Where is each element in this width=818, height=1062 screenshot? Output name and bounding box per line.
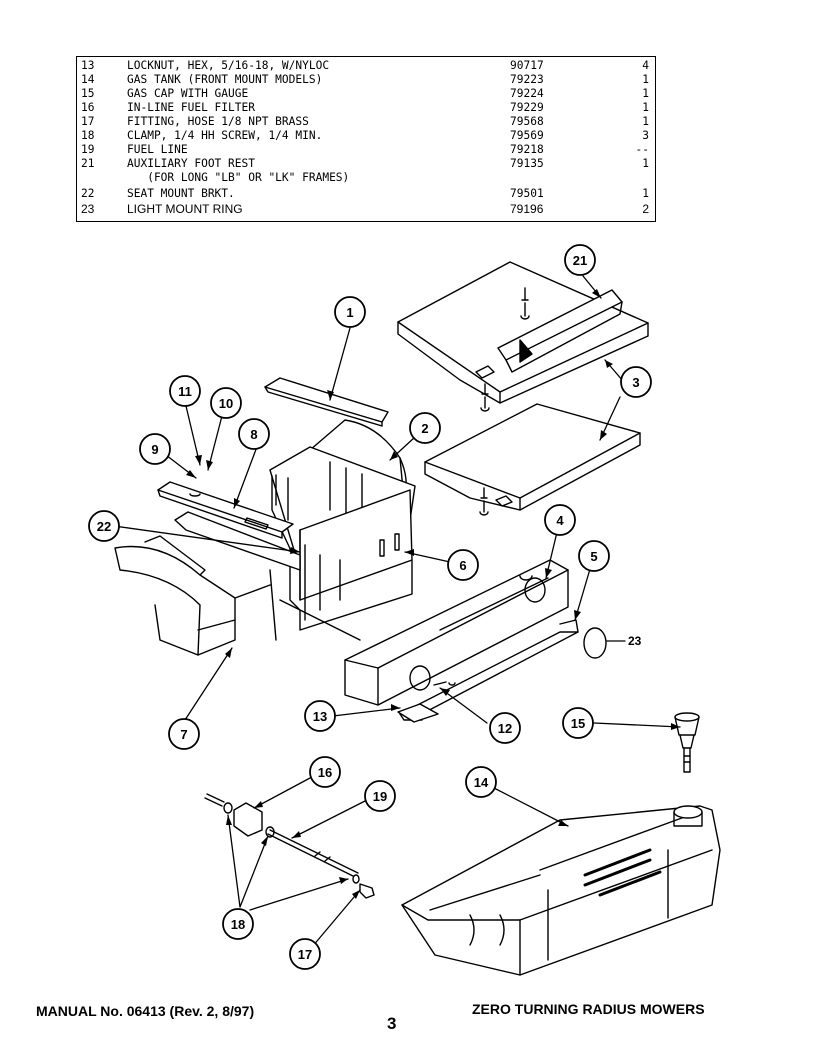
- quantity: 1: [642, 115, 649, 128]
- quantity: --: [635, 143, 649, 156]
- item-number: 18: [81, 129, 95, 142]
- item-description: GAS TANK (FRONT MOUNT MODELS): [127, 73, 323, 86]
- floor-plate: [424, 403, 641, 516]
- quantity: 1: [642, 157, 649, 170]
- table-row: 15 GAS CAP WITH GAUGE 79224 1: [77, 88, 655, 100]
- light-mount-ring: [583, 627, 607, 659]
- table-row: 18 CLAMP, 1/4 HH SCREW, 1/4 MIN. 79569 3: [77, 130, 655, 142]
- seat-mount-plate: [157, 481, 294, 539]
- part-number: 79224: [510, 87, 544, 100]
- callout-15: 15: [571, 716, 585, 731]
- callout-8: 8: [250, 427, 257, 442]
- front-crossbar: [344, 559, 569, 706]
- gas-cap-gauge: [674, 712, 700, 773]
- front-fender: [114, 535, 271, 656]
- page-number: 3: [387, 1014, 397, 1033]
- quantity: 3: [642, 129, 649, 142]
- foot-rest-plate: [397, 261, 649, 412]
- manual-number: MANUAL No. 06413 (Rev. 2, 8/97): [36, 1003, 255, 1019]
- mounting-hardware: [397, 681, 456, 723]
- item-description: LOCKNUT, HEX, 5/16-18, W/NYLOC: [127, 59, 330, 72]
- item-description: AUXILIARY FOOT REST: [127, 157, 255, 170]
- callout-1: 1: [346, 305, 353, 320]
- table-row: 23 LIGHT MOUNT RING 79196 2: [77, 203, 655, 215]
- quantity: 1: [642, 87, 649, 100]
- callout-22: 22: [97, 519, 111, 534]
- callout-6: 6: [459, 558, 466, 573]
- callout-circles: [88, 244, 652, 970]
- callout-7: 7: [180, 727, 187, 742]
- callout-9: 9: [151, 442, 158, 457]
- table-row: 19 FUEL LINE 79218 --: [77, 144, 655, 156]
- part-number: 79135: [510, 157, 544, 170]
- callout-4: 4: [556, 513, 564, 528]
- item-number: 15: [81, 87, 95, 100]
- item-number: 14: [81, 73, 95, 86]
- item-number: 19: [81, 143, 95, 156]
- quantity: 2: [642, 202, 649, 216]
- table-row: 21 AUXILIARY FOOT REST 79135 1: [77, 158, 655, 170]
- callout-13: 13: [313, 709, 327, 724]
- callout-12: 12: [498, 721, 512, 736]
- table-row: (FOR LONG "LB" OR "LK" FRAMES): [77, 172, 655, 184]
- arrow-heads: [186, 289, 680, 899]
- table-row: 22 SEAT MOUNT BRKT. 79501 1: [77, 188, 655, 200]
- quantity: 4: [642, 59, 649, 72]
- callout-3: 3: [632, 375, 639, 390]
- item-number: 21: [81, 157, 95, 170]
- item-description: FITTING, HOSE 1/8 NPT BRASS: [127, 115, 309, 128]
- callout-14: 14: [474, 775, 489, 790]
- callout-10: 10: [219, 396, 233, 411]
- callout-18: 18: [231, 917, 245, 932]
- callout-11: 11: [178, 384, 192, 399]
- callout-23: 23: [628, 634, 642, 648]
- item-description: (FOR LONG "LB" OR "LK" FRAMES): [127, 171, 350, 184]
- callout-labels: 1 2 3 4 5 6 7 8 9 10 11 12 13 14 15 16 1…: [97, 253, 642, 962]
- quantity: 1: [642, 73, 649, 86]
- callout-17: 17: [298, 947, 312, 962]
- parts-table: 13 LOCKNUT, HEX, 5/16-18, W/NYLOC 90717 …: [76, 56, 656, 222]
- part-number: 79196: [510, 202, 544, 216]
- table-row: 13 LOCKNUT, HEX, 5/16-18, W/NYLOC 90717 …: [77, 60, 655, 72]
- part-number: 79568: [510, 115, 544, 128]
- seat-mount-bracket: [174, 511, 301, 571]
- item-number: 17: [81, 115, 95, 128]
- gas-tank: [401, 805, 721, 976]
- item-description: GAS CAP WITH GAUGE: [127, 87, 249, 100]
- table-row: 16 IN-LINE FUEL FILTER 79229 1: [77, 102, 655, 114]
- callout-19: 19: [373, 789, 387, 804]
- part-number: 79218: [510, 143, 544, 156]
- document-title: ZERO TURNING RADIUS MOWERS: [472, 1001, 705, 1017]
- item-number: 13: [81, 59, 95, 72]
- fuel-line-assembly: [204, 793, 375, 899]
- item-number: 16: [81, 101, 95, 114]
- table-row: 17 FITTING, HOSE 1/8 NPT BRASS 79568 1: [77, 116, 655, 128]
- item-number: 23: [81, 202, 95, 216]
- item-description: FUEL LINE: [127, 143, 188, 156]
- table-row: 14 GAS TANK (FRONT MOUNT MODELS) 79223 1: [77, 74, 655, 86]
- callout-16: 16: [318, 765, 332, 780]
- quantity: 1: [642, 187, 649, 200]
- part-number: 79501: [510, 187, 544, 200]
- item-description: LIGHT MOUNT RING: [127, 202, 243, 216]
- leader-lines: [113, 275, 681, 948]
- callout-5: 5: [590, 549, 597, 564]
- item-description: CLAMP, 1/4 HH SCREW, 1/4 MIN.: [127, 129, 323, 142]
- part-number: 90717: [510, 59, 544, 72]
- callout-2: 2: [421, 421, 428, 436]
- callout-21: 21: [573, 253, 587, 268]
- part-number: 79229: [510, 101, 544, 114]
- top-strap: [264, 377, 389, 427]
- quantity: 1: [642, 101, 649, 114]
- item-number: 22: [81, 187, 95, 200]
- item-description: IN-LINE FUEL FILTER: [127, 101, 255, 114]
- part-number: 79569: [510, 129, 544, 142]
- part-number: 79223: [510, 73, 544, 86]
- item-description: SEAT MOUNT BRKT.: [127, 187, 235, 200]
